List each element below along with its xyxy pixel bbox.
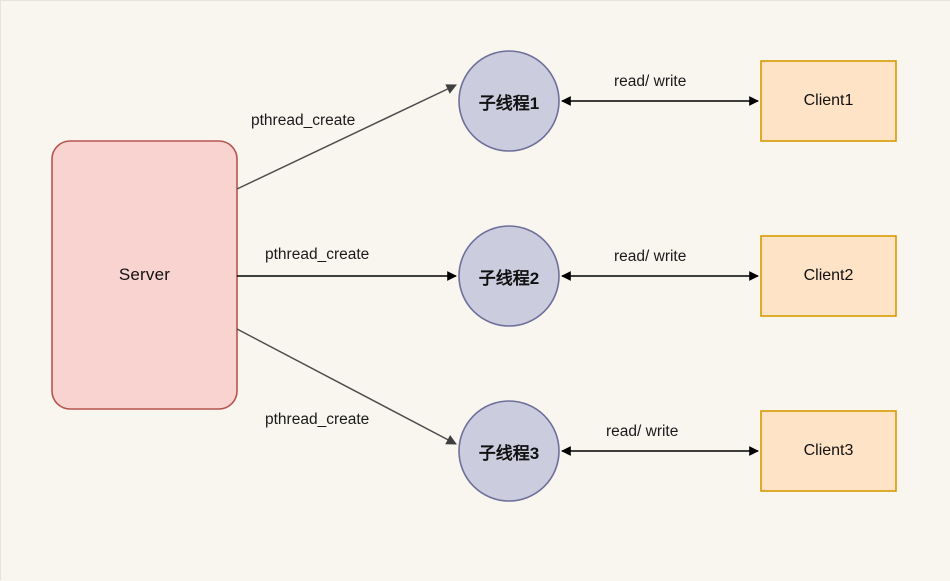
client-node-3[interactable]: [760, 410, 897, 492]
thread-node-1[interactable]: [458, 50, 560, 152]
edge-pthread-create-1: [236, 84, 457, 190]
client-node-2[interactable]: [760, 235, 897, 317]
thread-node-2[interactable]: [458, 225, 560, 327]
client-node-1[interactable]: [760, 60, 897, 142]
thread-node-3[interactable]: [458, 400, 560, 502]
edge-pthread-create-3: [236, 328, 457, 445]
server-node[interactable]: [51, 140, 238, 410]
